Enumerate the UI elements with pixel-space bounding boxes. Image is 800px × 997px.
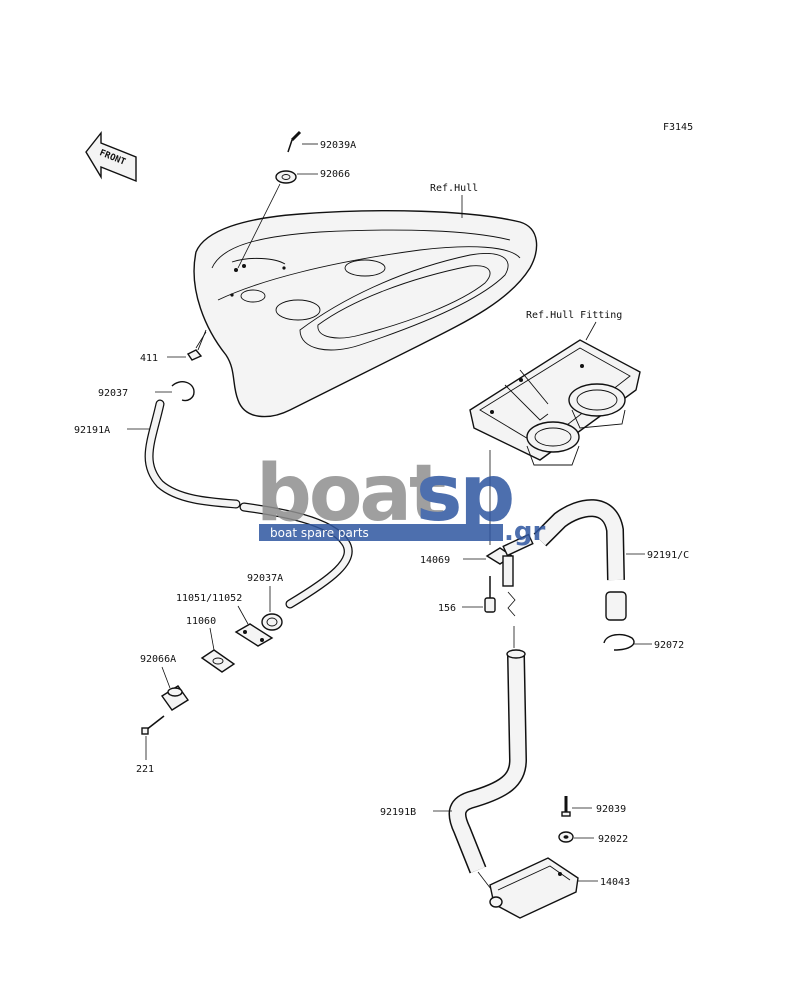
watermark-logo: boat sp .gr boat spare parts bbox=[256, 449, 545, 547]
label-92037a: 92037A bbox=[247, 573, 283, 584]
label-156: 156 bbox=[438, 603, 456, 614]
label-92191b: 92191B bbox=[380, 807, 416, 818]
label-14069: 14069 bbox=[420, 555, 450, 566]
hose-92191c-icon bbox=[533, 499, 627, 621]
watermark-tagline: boat spare parts bbox=[270, 526, 369, 540]
label-ref-hull-fitting: Ref.Hull Fitting bbox=[526, 310, 622, 321]
label-92066: 92066 bbox=[320, 169, 350, 180]
label-ref-hull: Ref.Hull bbox=[430, 183, 478, 194]
label-11060: 11060 bbox=[186, 616, 216, 627]
label-411: 411 bbox=[140, 353, 158, 364]
clamp-92037a-icon bbox=[261, 613, 283, 631]
clip-92072-icon bbox=[603, 633, 635, 651]
watermark-suffix: .gr bbox=[504, 517, 545, 547]
clip-92037-icon bbox=[171, 381, 195, 402]
label-92039a: 92039A bbox=[320, 140, 356, 151]
label-92191c: 92191/C bbox=[647, 550, 689, 561]
bolt-92039a-icon bbox=[287, 130, 302, 153]
label-92191a: 92191A bbox=[74, 425, 110, 436]
label-221: 221 bbox=[136, 764, 154, 775]
front-arrow-icon: FRONT bbox=[85, 130, 137, 183]
bracket-11051-icon bbox=[234, 623, 274, 647]
label-14043: 14043 bbox=[600, 877, 630, 888]
label-92022: 92022 bbox=[598, 834, 628, 845]
plate-14043-icon bbox=[489, 857, 579, 919]
hose-92191a-icon bbox=[144, 399, 353, 609]
grommet-92066a-icon bbox=[160, 685, 190, 711]
bolt-156-icon bbox=[484, 576, 496, 613]
figure-code: F3145 bbox=[663, 122, 693, 133]
label-92066a: 92066A bbox=[140, 654, 176, 665]
bolt-92039-icon bbox=[561, 796, 571, 817]
label-92072: 92072 bbox=[654, 640, 684, 651]
label-92037: 92037 bbox=[98, 388, 128, 399]
hull-outline bbox=[193, 210, 538, 418]
hull-fitting-outline bbox=[469, 339, 641, 466]
label-11051-11052: 11051/11052 bbox=[176, 593, 242, 604]
gasket-11060-icon bbox=[200, 649, 236, 673]
watermark-tagline-bar bbox=[259, 524, 503, 541]
hose-92191b-icon bbox=[448, 649, 528, 874]
label-92039: 92039 bbox=[596, 804, 626, 815]
washer-92022-icon bbox=[558, 831, 574, 843]
screw-221-icon bbox=[141, 715, 165, 735]
part-411-icon bbox=[186, 349, 203, 361]
break-marker-icon bbox=[507, 591, 516, 617]
fitting-14069-icon bbox=[485, 533, 534, 587]
grommet-92066-icon bbox=[275, 170, 297, 184]
